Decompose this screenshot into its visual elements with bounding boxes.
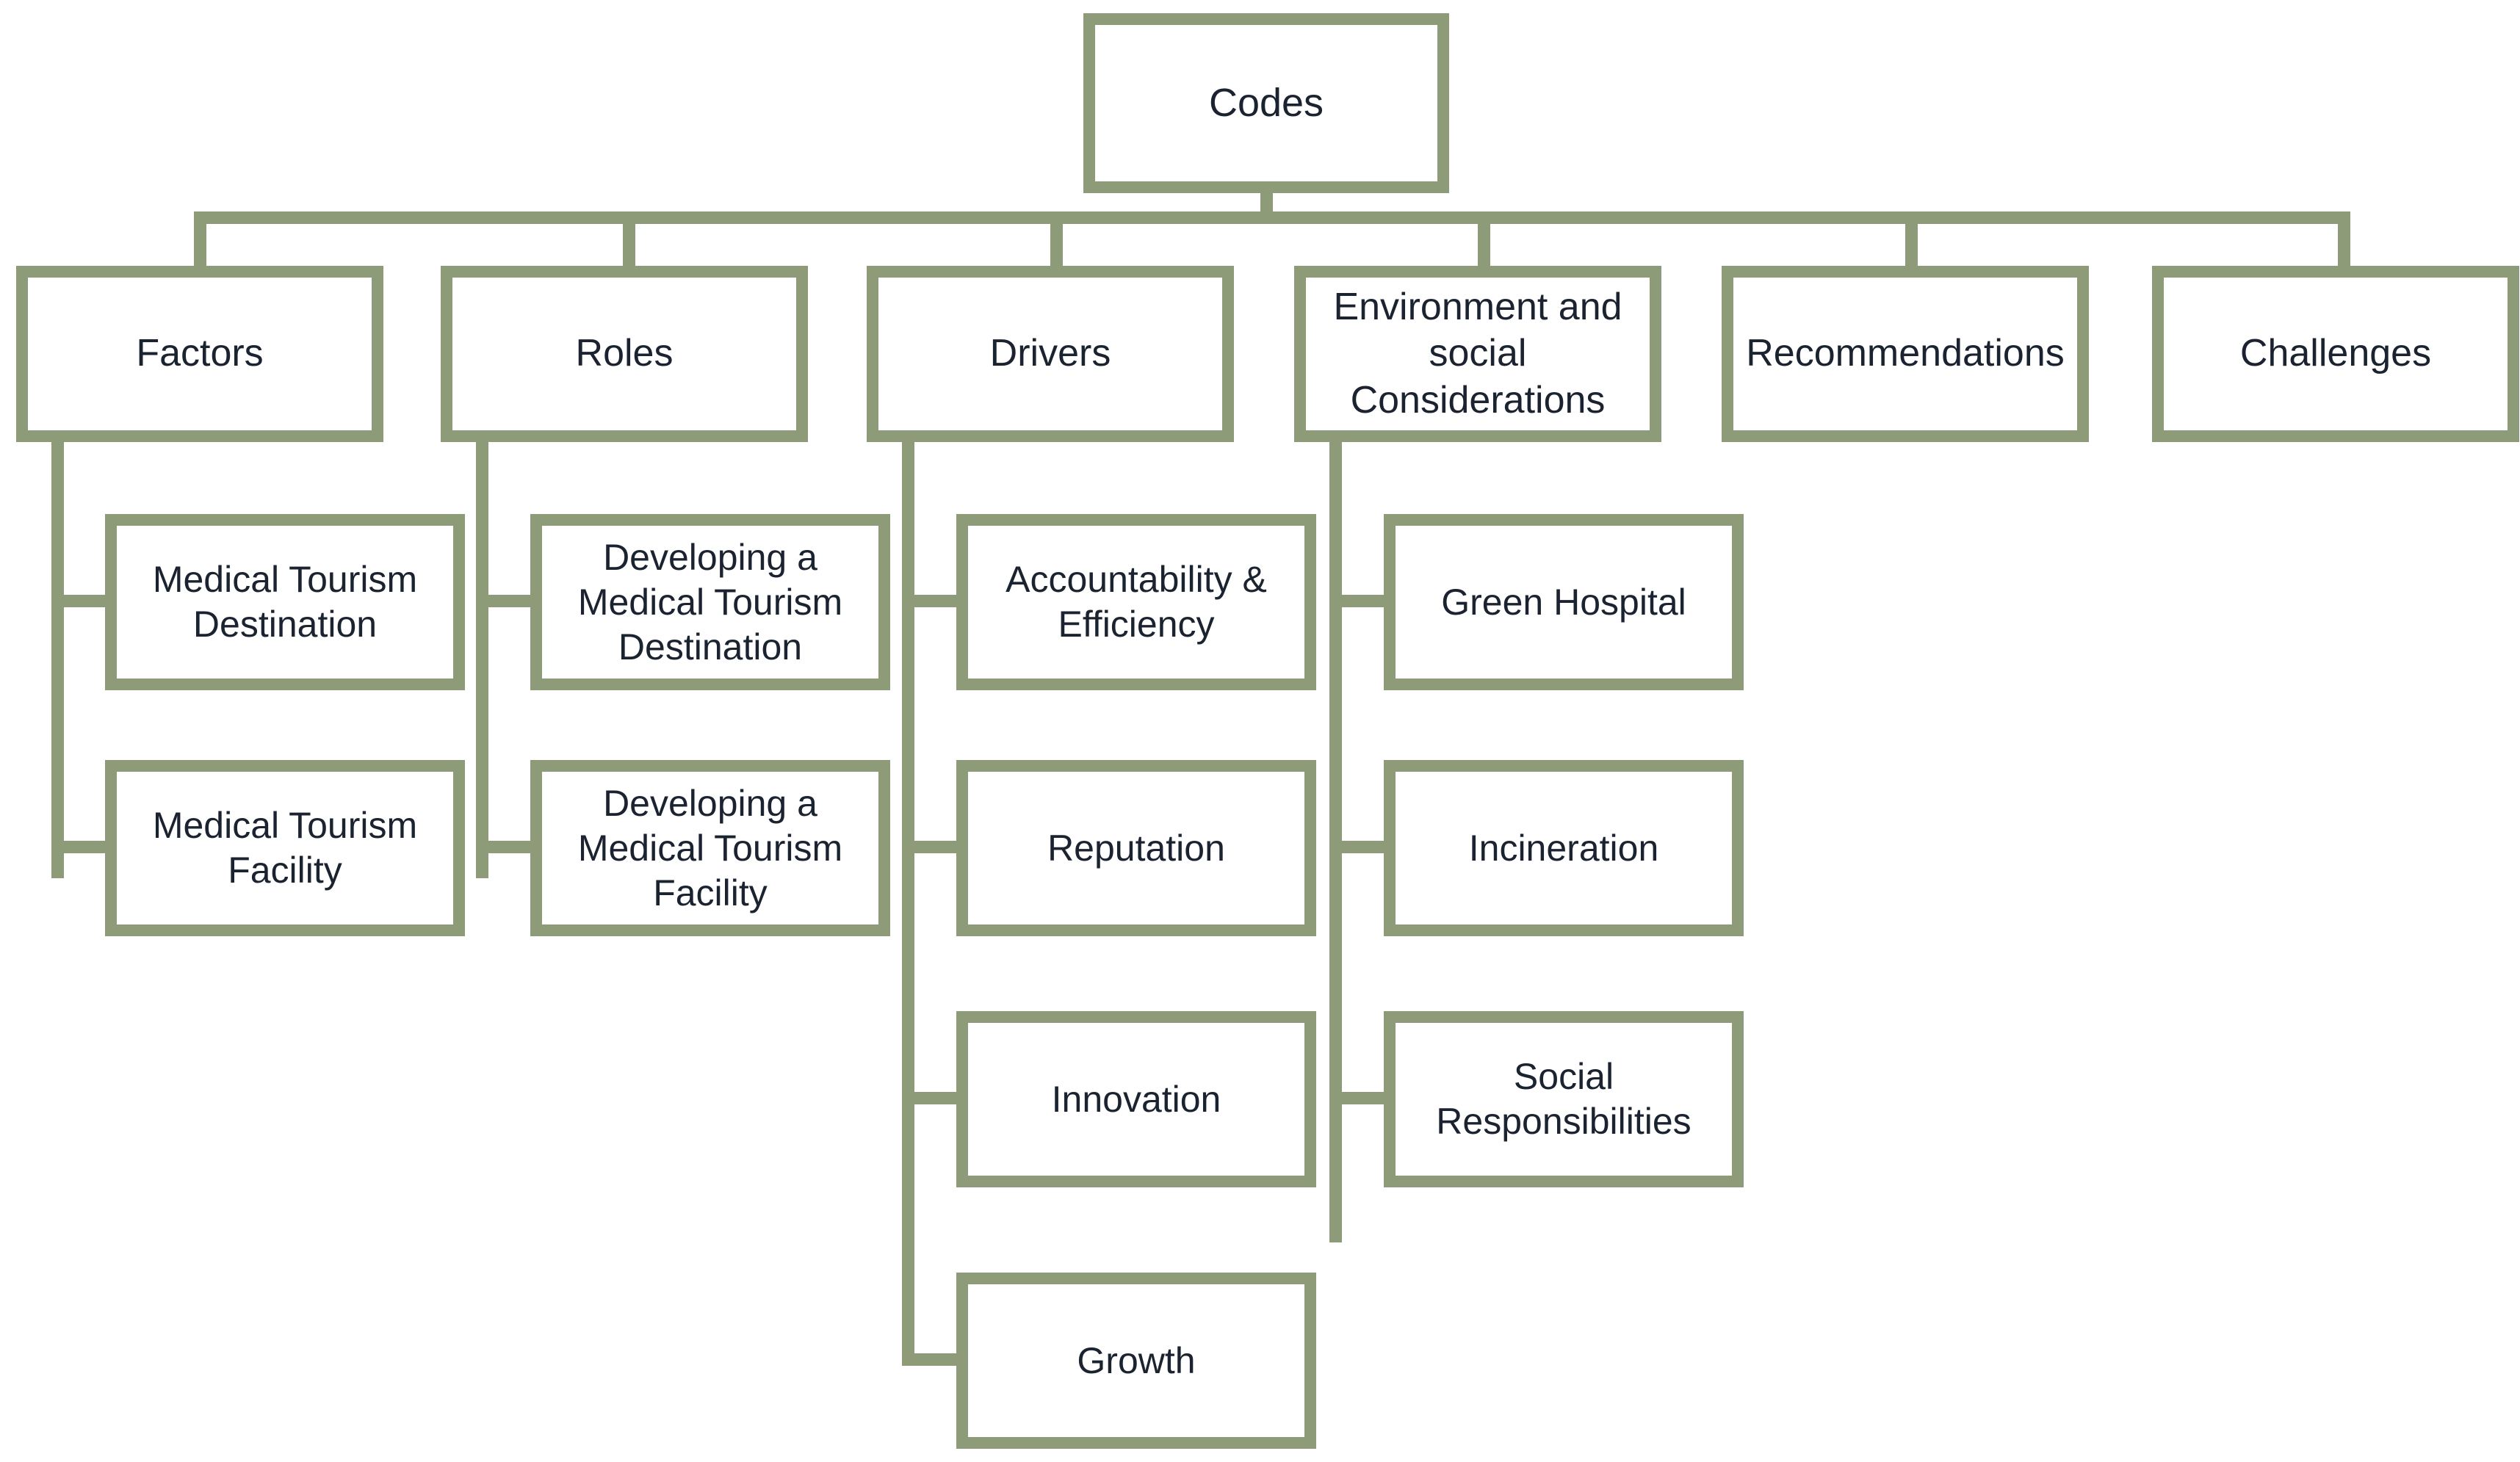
connector-drop-roles bbox=[623, 211, 635, 270]
connector-stub-roles-child-2 bbox=[476, 841, 535, 853]
node-medical-tourism-destination[interactable]: Medical Tourism Destination bbox=[105, 514, 465, 690]
node-recommendations-label: Recommendations bbox=[1746, 332, 2065, 375]
node-drivers-label: Drivers bbox=[989, 332, 1111, 375]
node-roles[interactable]: Roles bbox=[441, 266, 808, 442]
node-environment-and-social-considerations-label: Environment and social Considerations bbox=[1333, 285, 1622, 421]
node-developing-a-medical-tourism-facility[interactable]: Developing a Medical Tourism Facility bbox=[530, 760, 890, 936]
node-green-hospital-label: Green Hospital bbox=[1441, 581, 1686, 623]
connector-root-trunk bbox=[1260, 189, 1273, 216]
connector-stub-roles-child-1 bbox=[476, 595, 535, 607]
node-roles-label: Roles bbox=[575, 332, 674, 375]
connector-spine-drivers bbox=[902, 438, 914, 1366]
node-medical-tourism-destination-label: Medical Tourism Destination bbox=[152, 559, 418, 645]
connector-spine-factors bbox=[51, 438, 64, 878]
connector-stub-factors-child-2 bbox=[51, 841, 110, 853]
node-accountability-and-efficiency-label: Accountability & Efficiency bbox=[1006, 559, 1267, 645]
node-codes[interactable]: Codes bbox=[1083, 13, 1449, 193]
node-developing-a-medical-tourism-destination[interactable]: Developing a Medical Tourism Destination bbox=[530, 514, 890, 690]
node-recommendations[interactable]: Recommendations bbox=[1722, 266, 2089, 442]
node-codes-label: Codes bbox=[1208, 80, 1324, 125]
node-social-responsibilities-label: Social Responsibilities bbox=[1436, 1056, 1692, 1142]
connector-spine-roles bbox=[476, 438, 488, 878]
node-developing-a-medical-tourism-facility-label: Developing a Medical Tourism Facility bbox=[577, 782, 843, 913]
connector-stub-drivers-child-3 bbox=[902, 1092, 961, 1104]
node-medical-tourism-facility-label: Medical Tourism Facility bbox=[152, 805, 418, 891]
node-social-responsibilities[interactable]: Social Responsibilities bbox=[1384, 1011, 1744, 1187]
connector-spine-environment bbox=[1329, 438, 1342, 1242]
node-green-hospital[interactable]: Green Hospital bbox=[1384, 514, 1744, 690]
connector-stub-environment-child-1 bbox=[1329, 595, 1388, 607]
node-challenges-label: Challenges bbox=[2239, 332, 2432, 375]
connector-stub-environment-child-3 bbox=[1329, 1092, 1388, 1104]
connector-drop-recommendations bbox=[1905, 211, 1918, 270]
connector-stub-environment-child-2 bbox=[1329, 841, 1388, 853]
node-reputation[interactable]: Reputation bbox=[956, 760, 1316, 936]
node-incineration[interactable]: Incineration bbox=[1384, 760, 1744, 936]
connector-drop-drivers bbox=[1050, 211, 1063, 270]
node-innovation-label: Innovation bbox=[1051, 1078, 1221, 1120]
connector-drop-challenges bbox=[2338, 211, 2350, 270]
connector-stub-drivers-child-2 bbox=[902, 841, 961, 853]
node-developing-a-medical-tourism-destination-label: Developing a Medical Tourism Destination bbox=[577, 536, 843, 667]
connector-drop-factors bbox=[194, 211, 206, 270]
node-growth[interactable]: Growth bbox=[956, 1273, 1316, 1449]
node-accountability-and-efficiency[interactable]: Accountability & Efficiency bbox=[956, 514, 1316, 690]
node-drivers[interactable]: Drivers bbox=[867, 266, 1234, 442]
node-medical-tourism-facility[interactable]: Medical Tourism Facility bbox=[105, 760, 465, 936]
connector-stub-factors-child-1 bbox=[51, 595, 110, 607]
node-factors[interactable]: Factors bbox=[16, 266, 383, 442]
connector-drop-environment bbox=[1478, 211, 1490, 270]
node-reputation-label: Reputation bbox=[1047, 827, 1225, 869]
node-incineration-label: Incineration bbox=[1468, 827, 1659, 869]
connector-stub-drivers-child-4 bbox=[902, 1353, 961, 1366]
node-growth-label: Growth bbox=[1077, 1339, 1196, 1381]
connector-level1-bus bbox=[194, 211, 2350, 224]
node-factors-label: Factors bbox=[136, 332, 264, 375]
node-innovation[interactable]: Innovation bbox=[956, 1011, 1316, 1187]
node-challenges[interactable]: Challenges bbox=[2152, 266, 2519, 442]
node-environment-and-social-considerations[interactable]: Environment and social Considerations bbox=[1294, 266, 1661, 442]
connector-stub-drivers-child-1 bbox=[902, 595, 961, 607]
